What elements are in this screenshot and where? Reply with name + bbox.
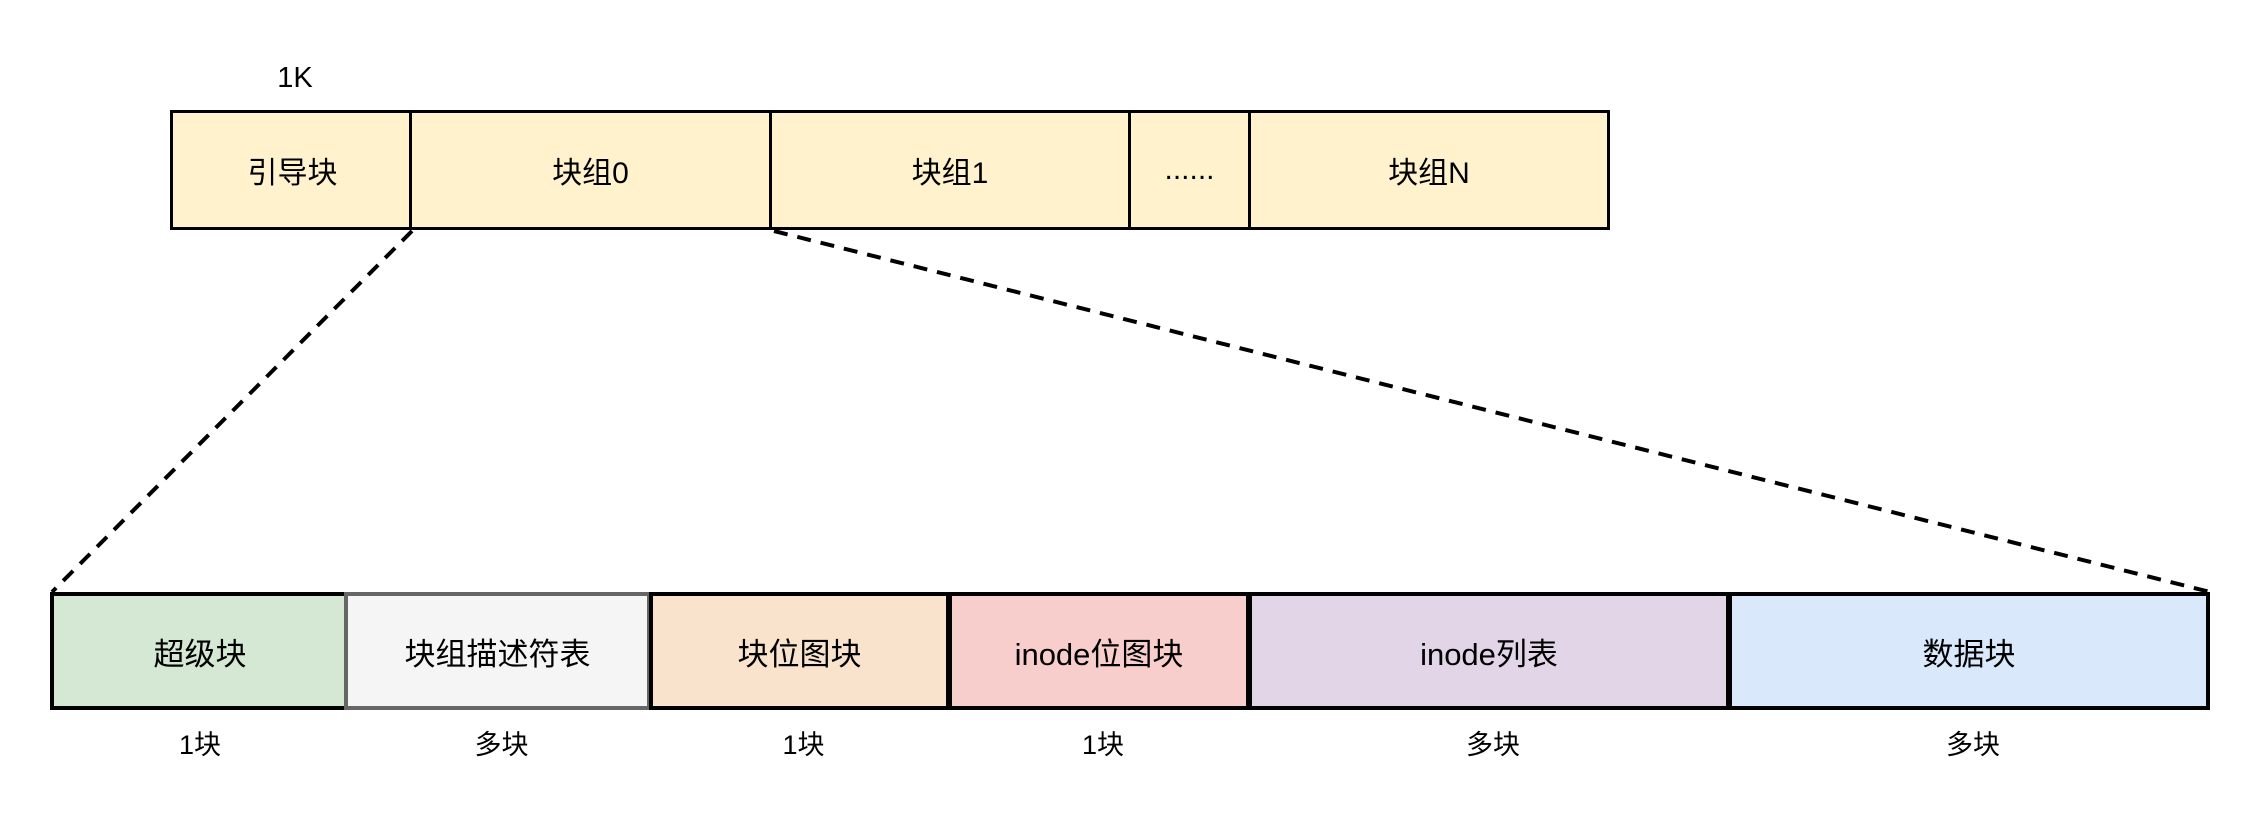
block-group-cell: 块组描述符表 — [344, 592, 651, 710]
block-group-cell: 数据块 — [1728, 592, 2210, 710]
block-group-cell: 块位图块 — [649, 592, 950, 710]
block-group-cell: inode列表 — [1248, 592, 1730, 710]
right-expansion-line — [773, 229, 2211, 594]
disk-cell: 块组0 — [409, 110, 772, 230]
block-count-caption: 多块 — [474, 729, 529, 760]
block-group-cell: inode位图块 — [948, 592, 1250, 710]
size-annotation-1k: 1K — [277, 62, 313, 94]
disk-cell: 引导块 — [170, 110, 415, 230]
block-group-cell: 超级块 — [50, 592, 350, 710]
block-count-caption: 1块 — [782, 729, 825, 760]
block-count-caption: 多块 — [1466, 729, 1520, 760]
disk-cell: 块组N — [1248, 110, 1610, 230]
block-count-caption: 1块 — [1081, 729, 1125, 760]
block-count-caption: 1块 — [178, 729, 222, 760]
left-expansion-line — [50, 229, 414, 594]
block-count-caption: 多块 — [1946, 729, 2000, 760]
disk-cell: 块组1 — [769, 110, 1131, 230]
disk-cell: ...... — [1128, 110, 1251, 230]
